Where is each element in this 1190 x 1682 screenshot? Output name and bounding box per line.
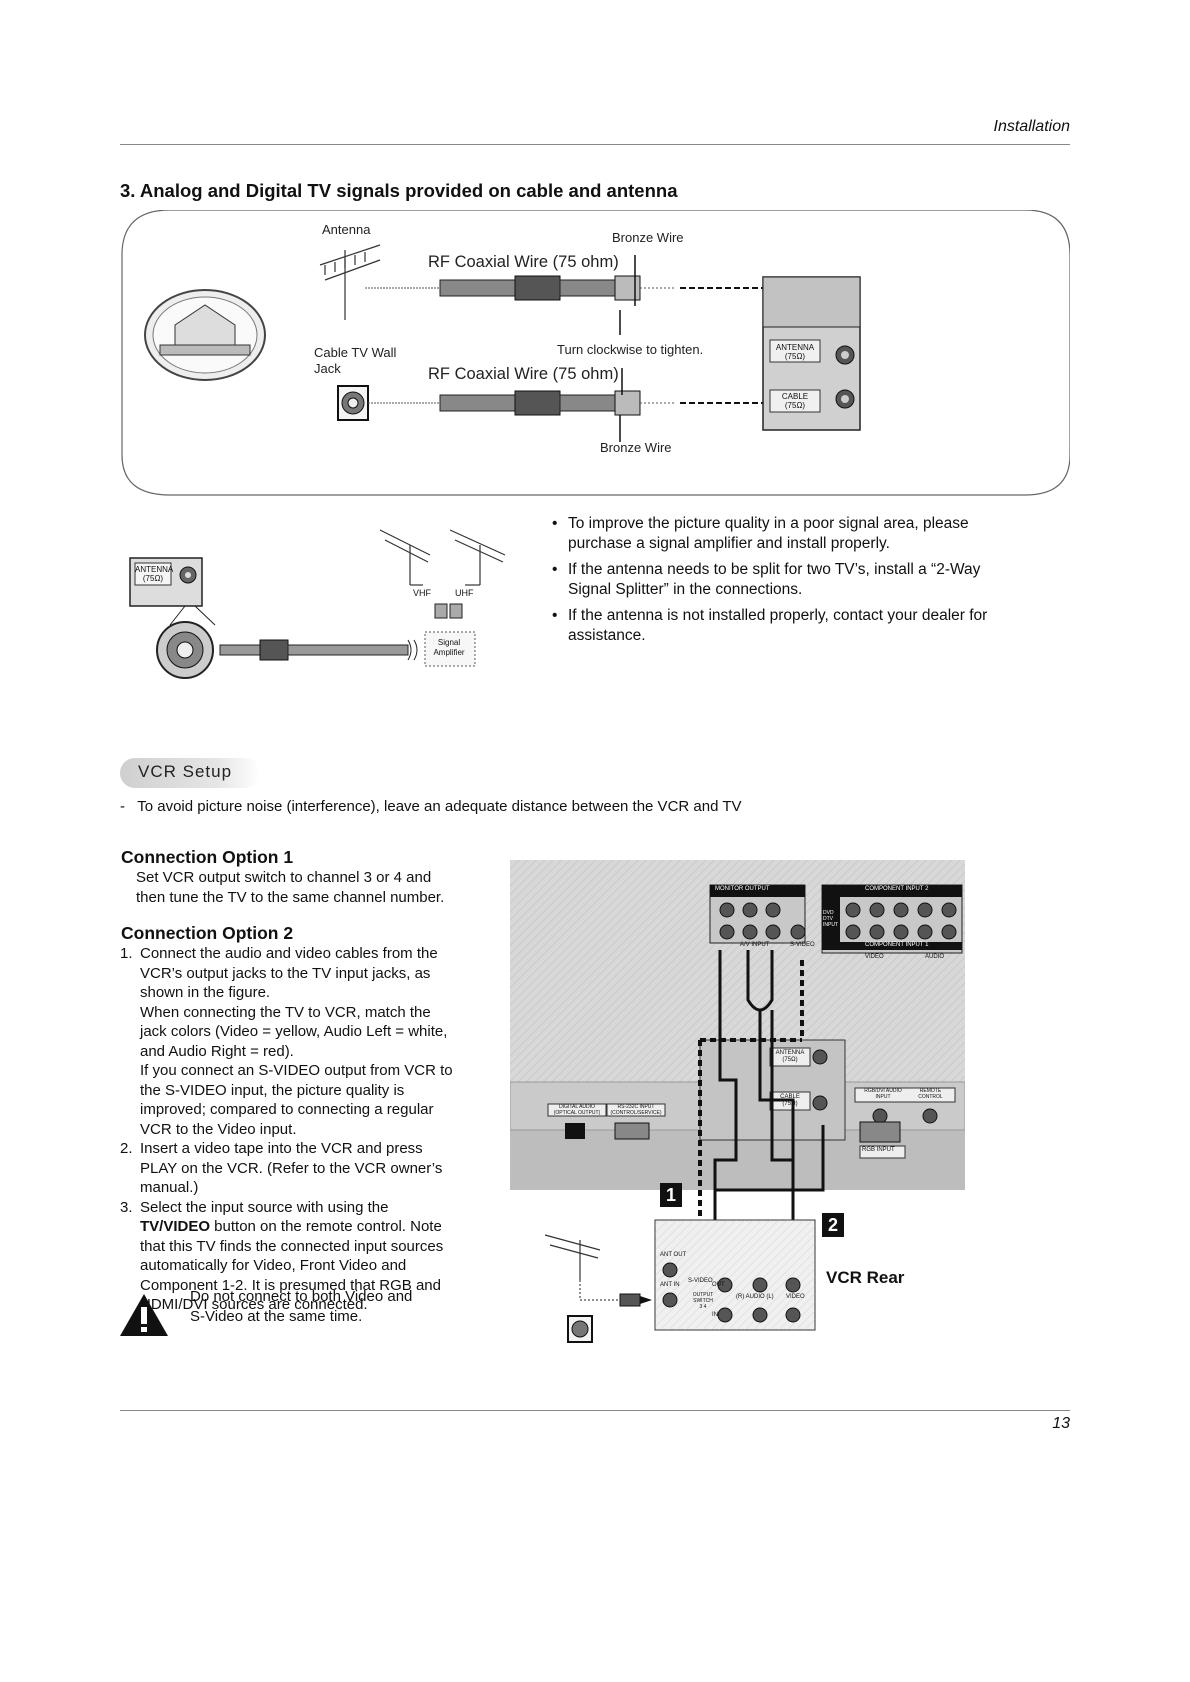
panel-antenna-label: ANTENNA (75Ω) (772, 343, 818, 361)
amplifier-diagram (120, 520, 520, 690)
option1-title: Connection Option 1 (121, 847, 293, 868)
vcr-ant-in-label: ANT IN (660, 1282, 680, 1288)
step-item: 2.Insert a video tape into the VCR and p… (120, 1139, 460, 1198)
signal-amplifier-label: Signal Amplifier (426, 638, 472, 658)
panel-cable-label: CABLE (75Ω) (772, 392, 818, 410)
vcr-audio-label: (R) AUDIO (L) (736, 1294, 774, 1300)
section-title: 3. Analog and Digital TV signals provide… (120, 180, 677, 202)
tip-item: To improve the picture quality in a poor… (552, 514, 988, 554)
component1-label: COMPONENT INPUT 1 (865, 942, 928, 948)
bronze-wire-bottom-label: Bronze Wire (600, 440, 672, 455)
vcr-s-video-label: S-VIDEO (688, 1278, 713, 1284)
uhf-label: UHF (455, 588, 474, 598)
vcr-output-switch-label: OUTPUT SWITCH 3 4 (688, 1292, 718, 1310)
header-rule (120, 144, 1070, 145)
remote-control-label: REMOTE CONTROL (908, 1088, 953, 1100)
option1-text: Set VCR output switch to channel 3 or 4 … (136, 868, 456, 907)
vcr-video-label: VIDEO (786, 1294, 805, 1300)
tip-item: If the antenna needs to be split for two… (552, 560, 988, 600)
rgb-input-label: RGB INPUT (862, 1147, 895, 1153)
rf-wire-bottom-label: RF Coaxial Wire (75 ohm) (428, 365, 619, 384)
dvd-dtv-label: DVD DTV INPUT (823, 910, 838, 928)
rgb-audio-label: RGB/DVI AUDIO INPUT (858, 1088, 908, 1100)
tv-antenna-label: ANTENNA (75Ω) (770, 1050, 810, 1064)
turn-instruction: Turn clockwise to tighten. (557, 342, 703, 357)
option2-steps: 1.Connect the audio and video cables fro… (120, 944, 460, 1315)
bronze-wire-top-label: Bronze Wire (612, 230, 684, 245)
tip-item: If the antenna is not installed properly… (552, 606, 988, 646)
step-badge-1: 1 (660, 1183, 682, 1207)
tv-cable-label: CABLE (75Ω) (770, 1094, 810, 1108)
vcr-in-label: IN (712, 1312, 718, 1318)
vcr-ant-out-label: ANT OUT (660, 1252, 686, 1258)
digital-audio-label: DIGITAL AUDIO (OPTICAL OUTPUT) (548, 1104, 606, 1116)
vcr-note: - To avoid picture noise (interference),… (120, 798, 742, 815)
vcr-out-label: OUT (712, 1282, 725, 1288)
page-number: 13 (1052, 1415, 1070, 1433)
audio-label: AUDIO (925, 954, 944, 960)
section-header: Installation (994, 118, 1071, 136)
rs232-label: RS-232C INPUT (CONTROL/SERVICE) (607, 1104, 665, 1116)
warning-icon (118, 1292, 170, 1343)
vcr-setup-heading: VCR Setup (138, 762, 232, 782)
s-video-label: S-VIDEO (790, 942, 815, 948)
antenna-label: Antenna (322, 222, 370, 237)
vcr-rear-label: VCR Rear (826, 1268, 904, 1288)
footer-rule (120, 1410, 1070, 1411)
step-item: 1.Connect the audio and video cables fro… (120, 944, 460, 1139)
vhf-label: VHF (413, 588, 431, 598)
warning-text: Do not connect to both Video and S-Video… (190, 1287, 430, 1326)
component2-label: COMPONENT INPUT 2 (865, 886, 928, 892)
video-label: VIDEO (865, 954, 884, 960)
option2-title: Connection Option 2 (121, 923, 293, 944)
amp-panel-antenna-label: ANTENNA (75Ω) (135, 565, 171, 583)
rf-wire-top-label: RF Coaxial Wire (75 ohm) (428, 253, 619, 272)
amplifier-tips: To improve the picture quality in a poor… (552, 514, 988, 652)
cable-jack-label: Cable TV Wall Jack (314, 345, 396, 377)
monitor-output-label: MONITOR OUTPUT (715, 886, 770, 892)
av-input-label: A/V INPUT (740, 942, 769, 948)
amplifier-svg (120, 520, 520, 690)
step-badge-2: 2 (822, 1213, 844, 1237)
